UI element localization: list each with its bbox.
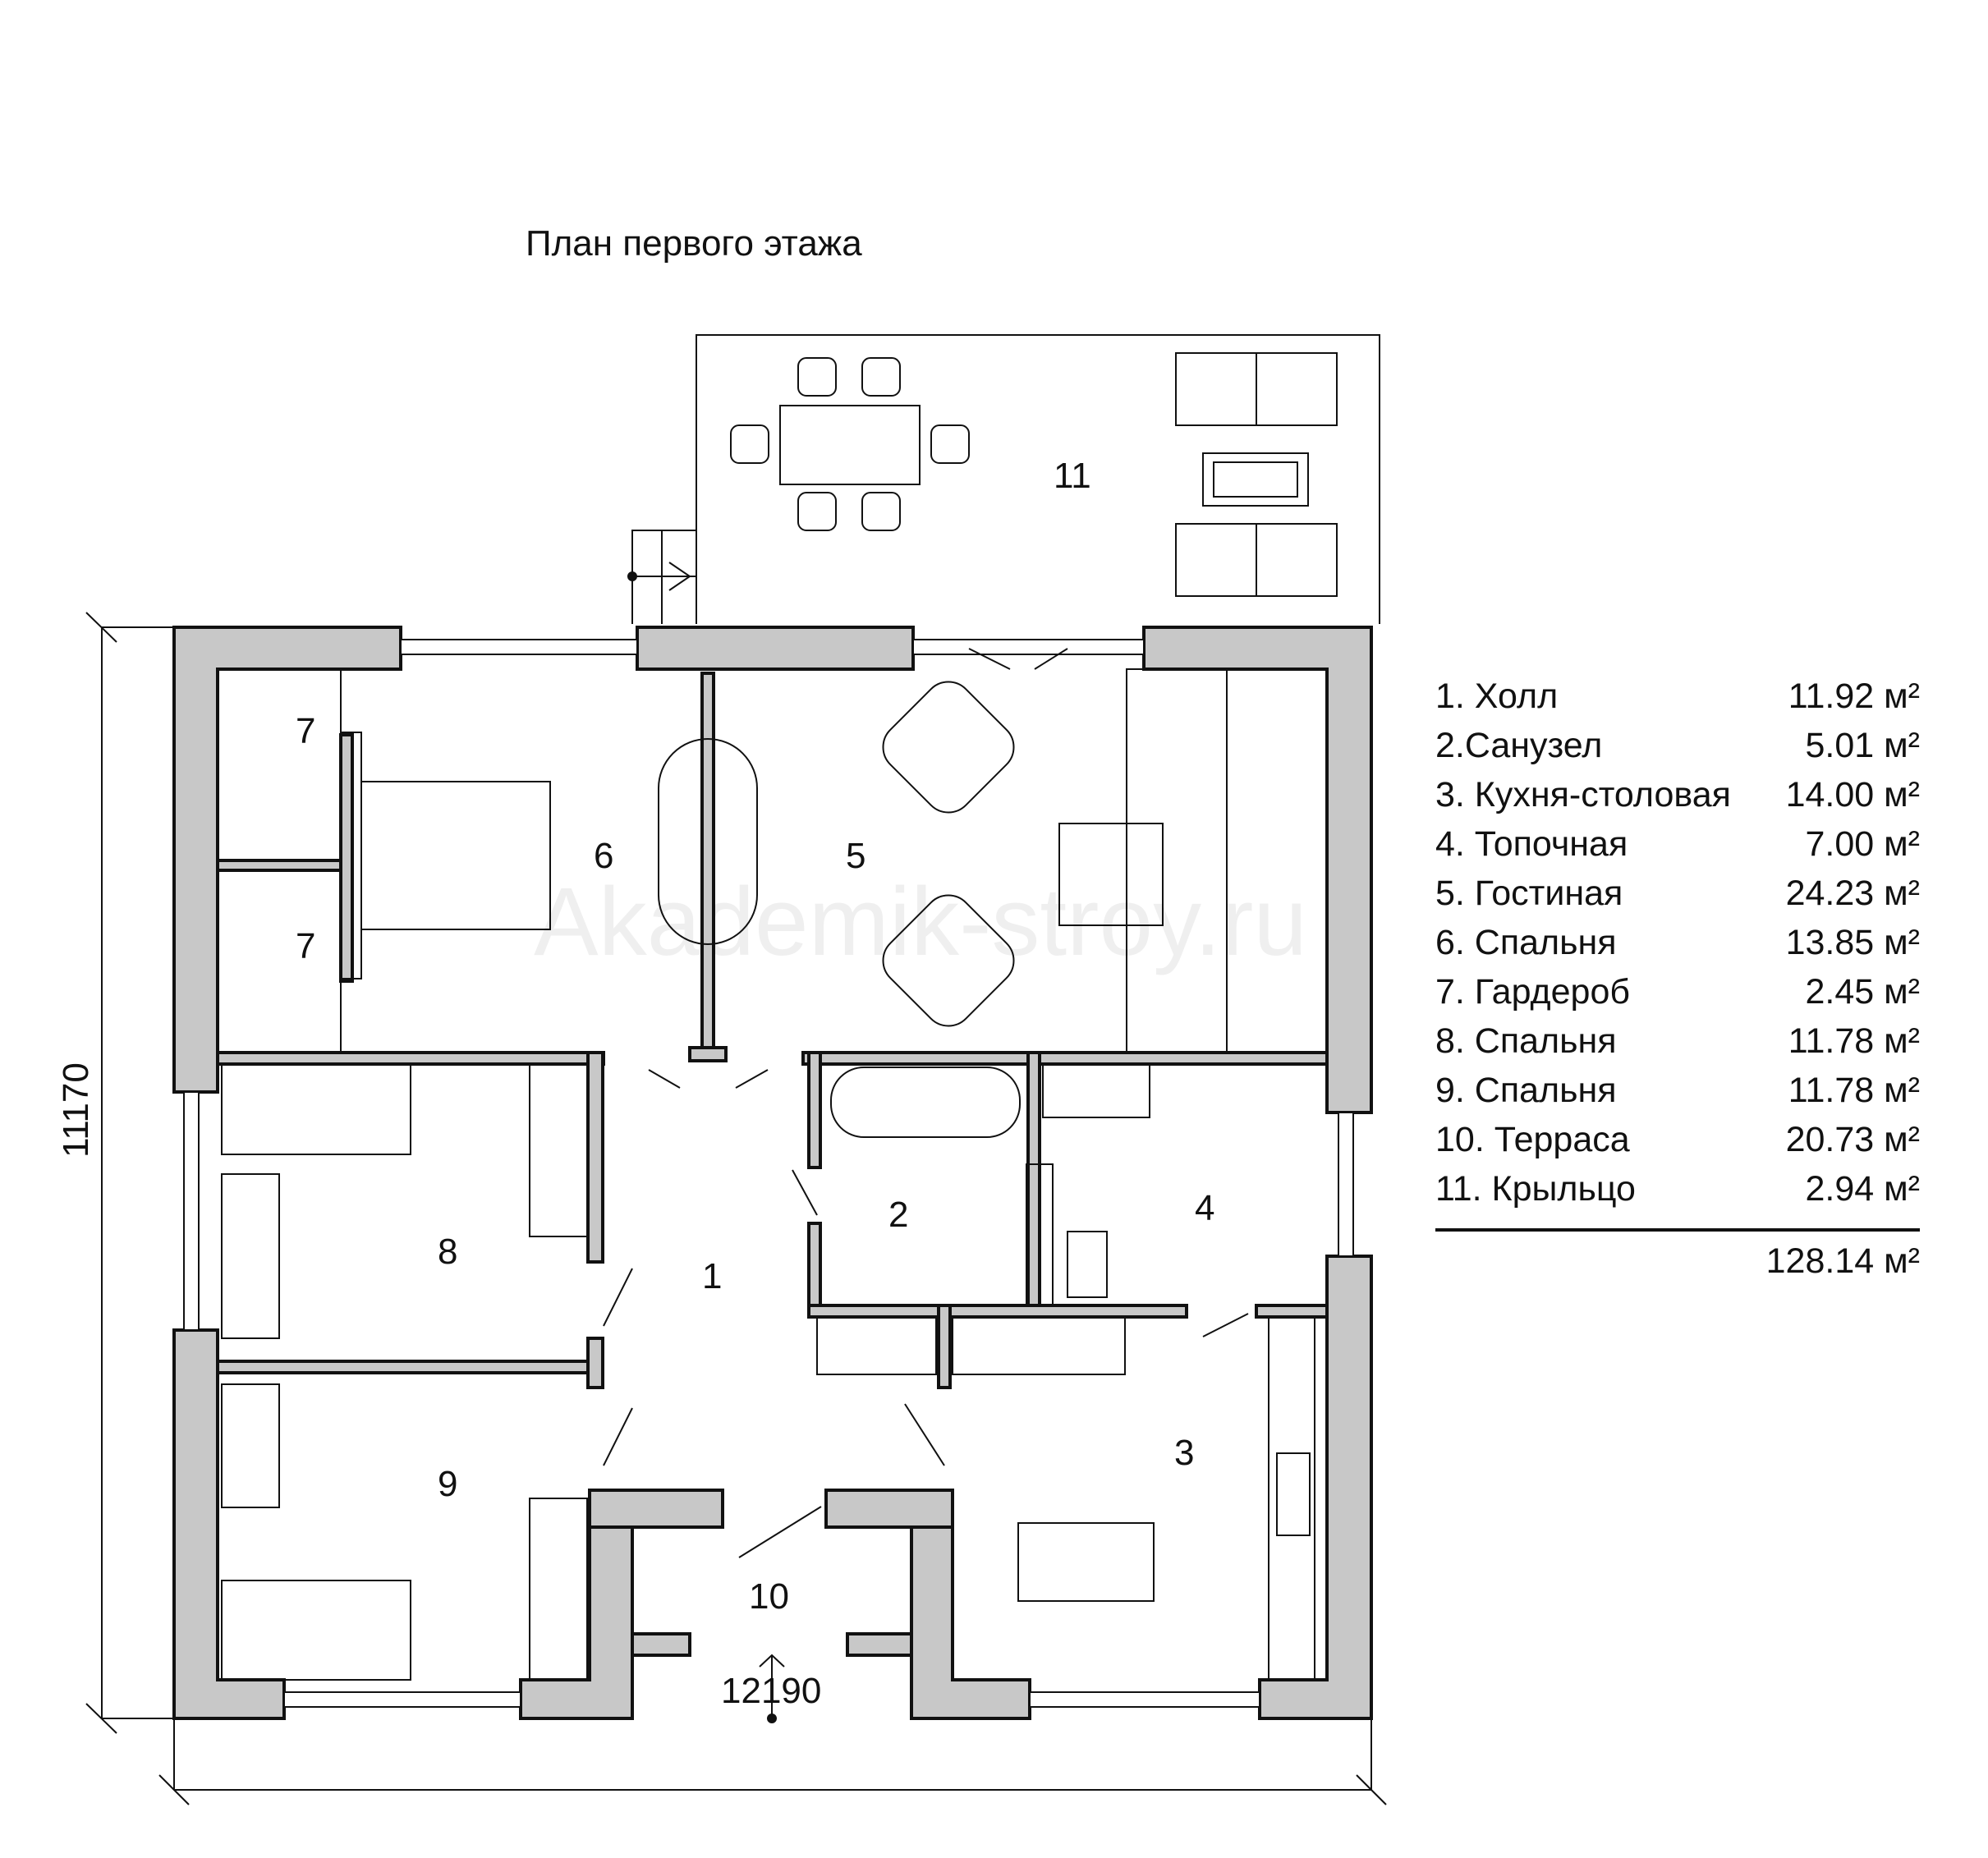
room-number-7a: 7: [296, 711, 316, 751]
legend-room-area: 11.92 м²: [1788, 677, 1920, 716]
legend-row: 7. Гардероб 2.45 м²: [1435, 967, 1920, 1016]
watermark: Akademik-stroy.ru: [534, 868, 1308, 976]
legend-total: 128.14 м²: [1765, 1241, 1920, 1281]
room-number-9: 9: [438, 1464, 458, 1504]
legend-row: 1. Холл 11.92 м²: [1435, 672, 1920, 721]
legend-room-area: 20.73 м²: [1785, 1120, 1920, 1159]
plan-title: План первого этажа: [526, 223, 862, 264]
legend-room-name: 9. Спальня: [1435, 1071, 1617, 1110]
legend-room-name: 10. Терраса: [1435, 1120, 1630, 1159]
legend-row: 10. Терраса 20.73 м²: [1435, 1115, 1920, 1164]
legend-row: 4. Топочная 7.00 м²: [1435, 819, 1920, 869]
legend-room-area: 14.00 м²: [1785, 775, 1920, 814]
legend-room-name: 8. Спальня: [1435, 1021, 1617, 1061]
room-number-5: 5: [846, 836, 866, 876]
legend-room-name: 2.Санузел: [1435, 726, 1603, 765]
dimension-lines: [85, 612, 1387, 1805]
room-legend: 1. Холл 11.92 м² 2.Санузел 5.01 м² 3. Кухн…: [1435, 672, 1920, 1286]
legend-room-area: 24.23 м²: [1785, 874, 1920, 913]
furniture: [217, 668, 1328, 1681]
legend-room-area: 11.78 м²: [1788, 1021, 1920, 1061]
room-number-7b: 7: [296, 926, 316, 966]
legend-room-name: 3. Кухня-столовая: [1435, 775, 1731, 814]
legend-row: 2.Санузел 5.01 м²: [1435, 721, 1920, 770]
room-number-6: 6: [594, 836, 614, 876]
walls: [172, 626, 1373, 1720]
legend-row: 5. Гостиная 24.23 м²: [1435, 869, 1920, 918]
legend-row: 11. Крыльцо 2.94 м²: [1435, 1164, 1920, 1213]
legend-room-name: 1. Холл: [1435, 677, 1559, 716]
porch-chairs: [730, 357, 970, 531]
legend-room-area: 2.94 м²: [1805, 1169, 1920, 1209]
door-swings: [603, 648, 1249, 1723]
legend-room-name: 7. Гардероб: [1435, 972, 1630, 1012]
width-dimension: 12190: [721, 1671, 822, 1711]
room-number-1: 1: [702, 1256, 723, 1296]
legend-room-name: 11. Крыльцо: [1435, 1169, 1636, 1209]
room-number-3: 3: [1174, 1433, 1195, 1473]
windows: [183, 639, 1354, 1708]
legend-room-area: 11.78 м²: [1788, 1071, 1920, 1110]
porch-steps: [631, 530, 696, 624]
room-number-10: 10: [749, 1576, 789, 1617]
legend-room-area: 7.00 м²: [1805, 824, 1920, 864]
legend-row: 6. Спальня 13.85 м²: [1435, 918, 1920, 967]
legend-room-area: 13.85 м²: [1785, 923, 1920, 962]
legend-row: 3. Кухня-столовая 14.00 м²: [1435, 770, 1920, 819]
legend-row: 8. Спальня 11.78 м²: [1435, 1016, 1920, 1066]
height-dimension: 11170: [56, 1062, 96, 1158]
legend-room-area: 5.01 м²: [1805, 726, 1920, 765]
legend-room-name: 4. Топочная: [1435, 824, 1628, 864]
legend-room-area: 2.45 м²: [1805, 972, 1920, 1012]
legend-room-name: 6. Спальня: [1435, 923, 1617, 962]
room-number-2: 2: [888, 1195, 909, 1235]
legend-row: 9. Спальня 11.78 м²: [1435, 1066, 1920, 1115]
room-number-8: 8: [438, 1232, 458, 1272]
legend-room-name: 5. Гостиная: [1435, 874, 1623, 913]
room-number-4: 4: [1195, 1188, 1215, 1228]
room-number-11: 11: [1054, 456, 1091, 496]
porch-outline: [696, 334, 1380, 624]
legend-divider: [1435, 1228, 1920, 1232]
